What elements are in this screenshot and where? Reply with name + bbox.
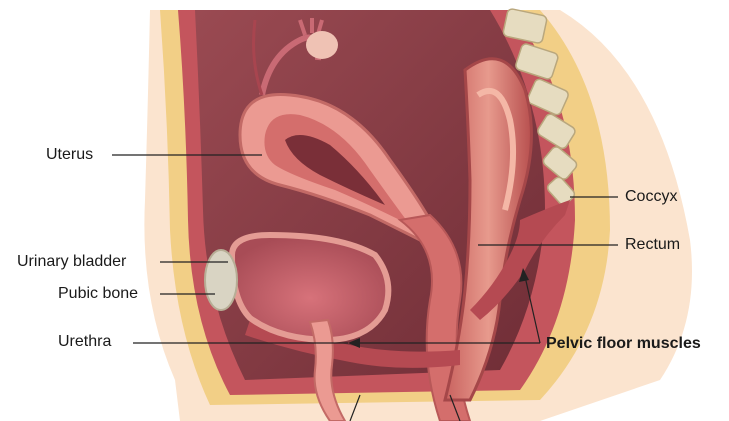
label-urinary-bladder: Urinary bladder: [17, 253, 126, 271]
pubic-bone-shape: [205, 250, 237, 310]
label-pelvic-floor-muscles: Pelvic floor muscles: [546, 335, 701, 353]
label-pubic-bone: Pubic bone: [58, 285, 138, 303]
label-uterus: Uterus: [46, 146, 93, 164]
label-coccyx: Coccyx: [625, 188, 677, 206]
label-rectum: Rectum: [625, 236, 680, 254]
label-urethra: Urethra: [58, 333, 111, 351]
